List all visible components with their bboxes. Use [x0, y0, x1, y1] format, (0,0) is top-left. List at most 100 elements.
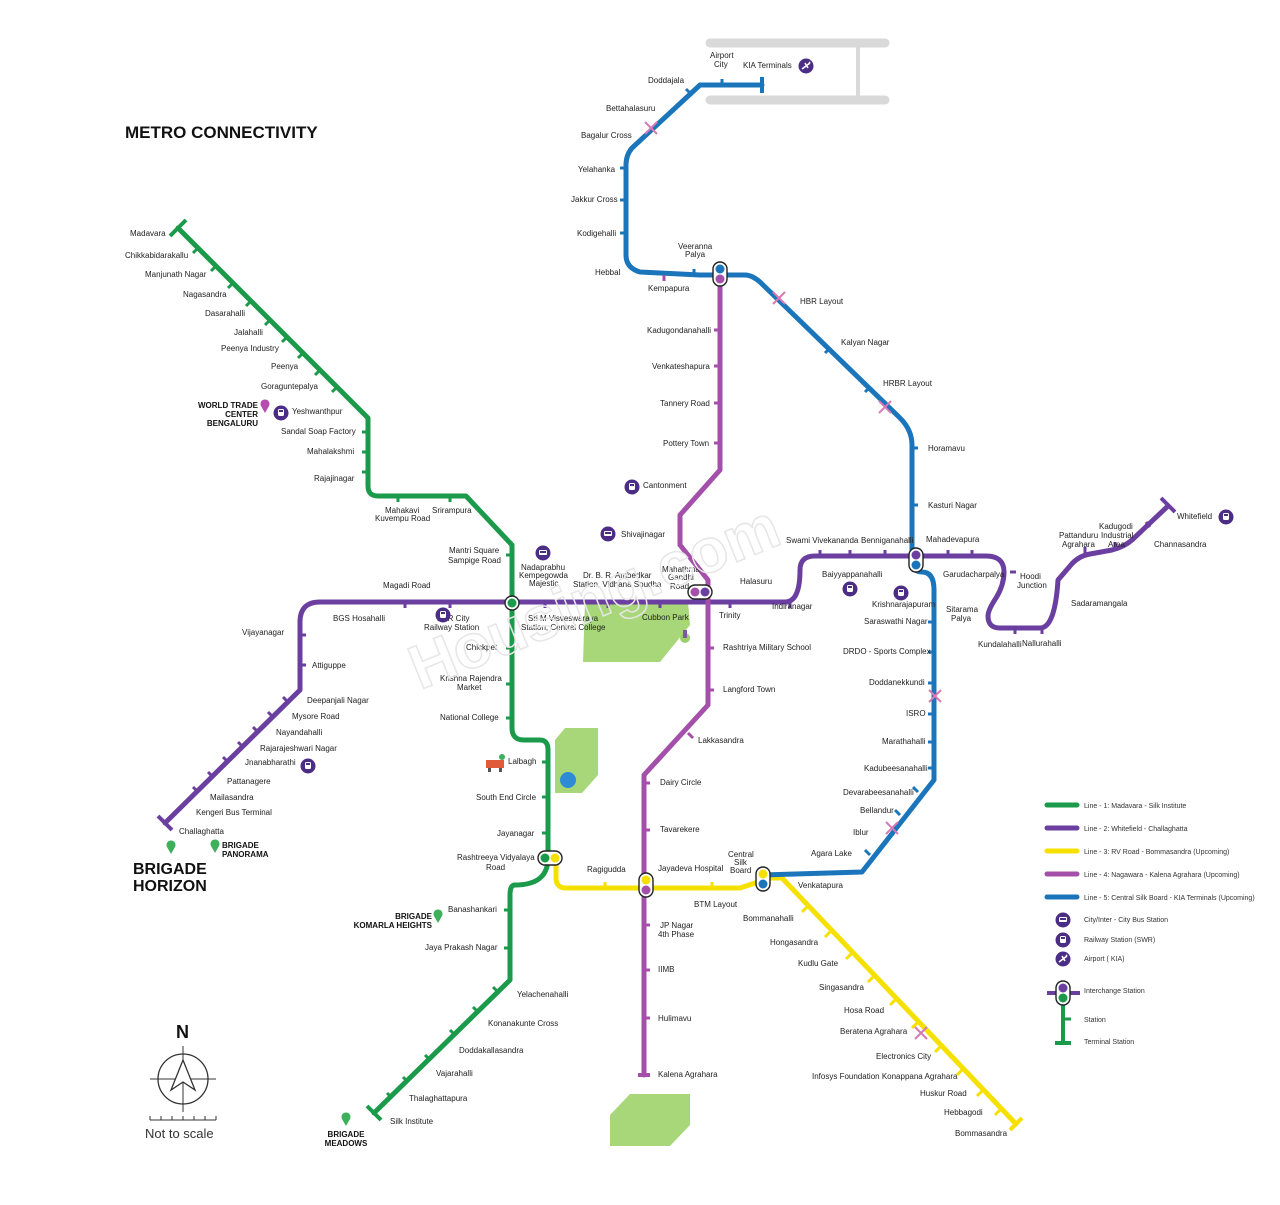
station-label: Kalyan Nagar [841, 338, 890, 347]
station-label: Kuvempu Road [375, 514, 430, 523]
compass: N Not to scale [145, 1022, 217, 1141]
station-label: Jnanabharathi [245, 758, 296, 767]
station-tick [823, 346, 832, 355]
interchange-station [908, 547, 924, 573]
terminal-cap [168, 218, 188, 238]
lalbagh-glasshouse-icon [486, 754, 505, 772]
station-tick [263, 318, 272, 327]
station-label: Benniganahalli [861, 536, 914, 545]
station-label: Konanakunte Cross [488, 1019, 558, 1028]
station-label: Goraguntepalya [261, 382, 318, 391]
station-tick [280, 335, 289, 344]
metro-lines [156, 77, 1177, 1132]
station-label: Lakkasandra [698, 736, 744, 745]
station-label: KSR City [437, 614, 469, 623]
station-label: Langford Town [723, 685, 775, 694]
station-label: Tannery Road [660, 399, 710, 408]
station-tick [993, 1108, 1002, 1117]
station-label: Yelahanka [578, 165, 616, 174]
station-label: Devarabeesanahalli [843, 788, 914, 797]
station-tick [206, 770, 215, 779]
station-label: Bommanahalli [743, 914, 794, 923]
station-tick [330, 385, 339, 394]
station-label: Jayanagar [497, 829, 535, 838]
station-label: Rajarajeshwari Nagar [260, 744, 337, 753]
station-label: Mantri Square [449, 546, 500, 555]
station-label: Nallurahalli [1022, 639, 1062, 648]
airport-icon [798, 58, 814, 74]
legend-label: Line - 3: RV Road - Bommasandra (Upcomin… [1084, 849, 1229, 856]
interchange-station [755, 866, 771, 892]
station-tick [975, 1089, 984, 1098]
station-tick [955, 1068, 964, 1077]
station-label: Bettahalasuru [606, 104, 655, 113]
station-label: Nagasandra [183, 290, 227, 299]
airport-runway [705, 38, 890, 105]
legend-label: Terminal Station [1084, 1039, 1134, 1046]
station-label: Yelachenahalli [517, 990, 569, 999]
station-label: Halasuru [740, 577, 772, 586]
line-1-path [175, 225, 551, 1116]
station-tick [448, 1028, 457, 1037]
station-tick [823, 930, 832, 939]
station-label: Dairy Circle [660, 778, 702, 787]
station-label: National College [440, 713, 499, 722]
station-label: Kudlu Gate [798, 959, 839, 968]
station-label: Palya [951, 614, 972, 623]
station-label: Kengeri Bus Terminal [196, 808, 272, 817]
legend-label: Interchange Station [1084, 988, 1145, 995]
interchange-station [537, 850, 563, 866]
station-label: Agrahara [1062, 540, 1095, 549]
station-label: Sri M Visveswaraya [528, 614, 599, 623]
station-label: JP Nagar [660, 921, 694, 930]
station-label: Bommasandra [955, 1129, 1008, 1138]
station-label: Kempegowda [519, 571, 568, 580]
station-label: Venkateshapura [652, 362, 710, 371]
station-label: Jalahalli [234, 328, 263, 337]
station-label: Palya [685, 250, 706, 259]
line-4-path [641, 265, 723, 1078]
interchange-station [687, 584, 713, 600]
station-tick [244, 299, 253, 308]
station-label: Junction [1017, 581, 1047, 590]
station-label: Indiranagar [772, 602, 813, 611]
interchanges [504, 261, 924, 898]
station-tick [296, 351, 305, 360]
station-label: Mahakavi [385, 506, 419, 515]
station-label: Saraswathi Nagar [864, 617, 928, 626]
location-pin-icon [433, 909, 443, 923]
project-label: BRIGADE [222, 841, 260, 850]
station-tick [686, 731, 695, 740]
station-label: IIMB [658, 965, 674, 974]
project-label: BRIGADE [395, 912, 433, 921]
railway-station-icon [842, 581, 858, 597]
map-icons [273, 58, 1234, 967]
station-label: Mahathma [662, 565, 700, 574]
station-tick [910, 1021, 919, 1030]
station-tick [888, 998, 897, 1007]
station-label: Jaya Prakash Nagar [425, 943, 498, 952]
station-label: Ragigudda [587, 865, 626, 874]
station-label: Hulimavu [658, 1014, 691, 1023]
legend-label: Station [1084, 1017, 1106, 1024]
station-label: Banashankari [448, 905, 497, 914]
station-tick [893, 808, 902, 817]
station-label: Kadubeesanahalli [864, 764, 928, 773]
station-label: Nadaprabhu [521, 563, 565, 572]
station-tick [491, 985, 500, 994]
station-label: Singasandra [819, 983, 864, 992]
station-label: Kodigehalli [577, 229, 616, 238]
station-label: Hebbagodi [944, 1108, 983, 1117]
station-label: Deepanjali Nagar [307, 696, 369, 705]
lalbagh-lake [560, 772, 576, 788]
legend-label: Line - 1: Madavara - Silk Institute [1084, 803, 1186, 810]
railway-station-icon [624, 479, 640, 495]
upcoming-station-marker [914, 1026, 928, 1040]
project-label: CENTER [225, 410, 258, 419]
station-label: Sampige Road [448, 556, 501, 565]
station-label: Trinity [719, 611, 740, 620]
upcoming-station-marker [878, 400, 892, 414]
station-tick [221, 755, 230, 764]
station-label: HBR Layout [800, 297, 844, 306]
